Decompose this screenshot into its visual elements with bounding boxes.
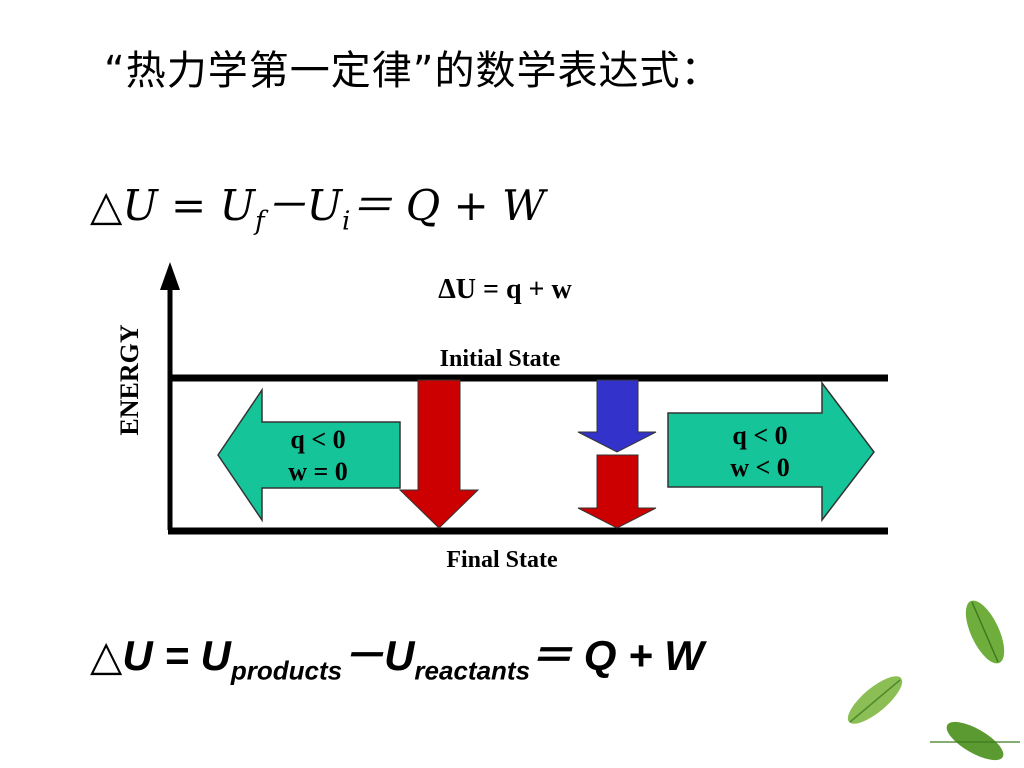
final-state-label: Final State xyxy=(446,547,558,573)
decorative-leaves xyxy=(847,600,1020,761)
axis-label: ENERGY xyxy=(115,324,144,435)
delta-symbol: △ xyxy=(90,631,123,680)
slide-title: “热力学第一定律”的数学表达式： xyxy=(104,48,722,94)
left-arrow-q: q < 0 xyxy=(290,425,345,454)
right-arrow-w: w < 0 xyxy=(730,453,790,482)
right-arrow-q: q < 0 xyxy=(732,421,787,450)
red-heat-arrow-small xyxy=(577,454,657,529)
energy-axis-arrowhead xyxy=(160,262,180,290)
left-heat-arrow xyxy=(217,387,401,523)
right-heat-work-arrow xyxy=(667,380,875,523)
delta-symbol: △ xyxy=(90,181,123,230)
red-energy-arrow-large xyxy=(398,379,480,529)
left-arrow-w: w = 0 xyxy=(288,457,348,486)
equation-products-reactants: △U = Uproducts－Ureactants＝ Q + W xyxy=(90,631,704,686)
leaf-icon xyxy=(946,721,1004,761)
blue-work-arrow xyxy=(577,379,657,453)
equation-first-law: △U = Uf－Ui＝ Q + W xyxy=(90,181,546,237)
diagram-header: ΔU = q + w xyxy=(438,274,572,305)
initial-state-label: Initial State xyxy=(440,346,561,372)
